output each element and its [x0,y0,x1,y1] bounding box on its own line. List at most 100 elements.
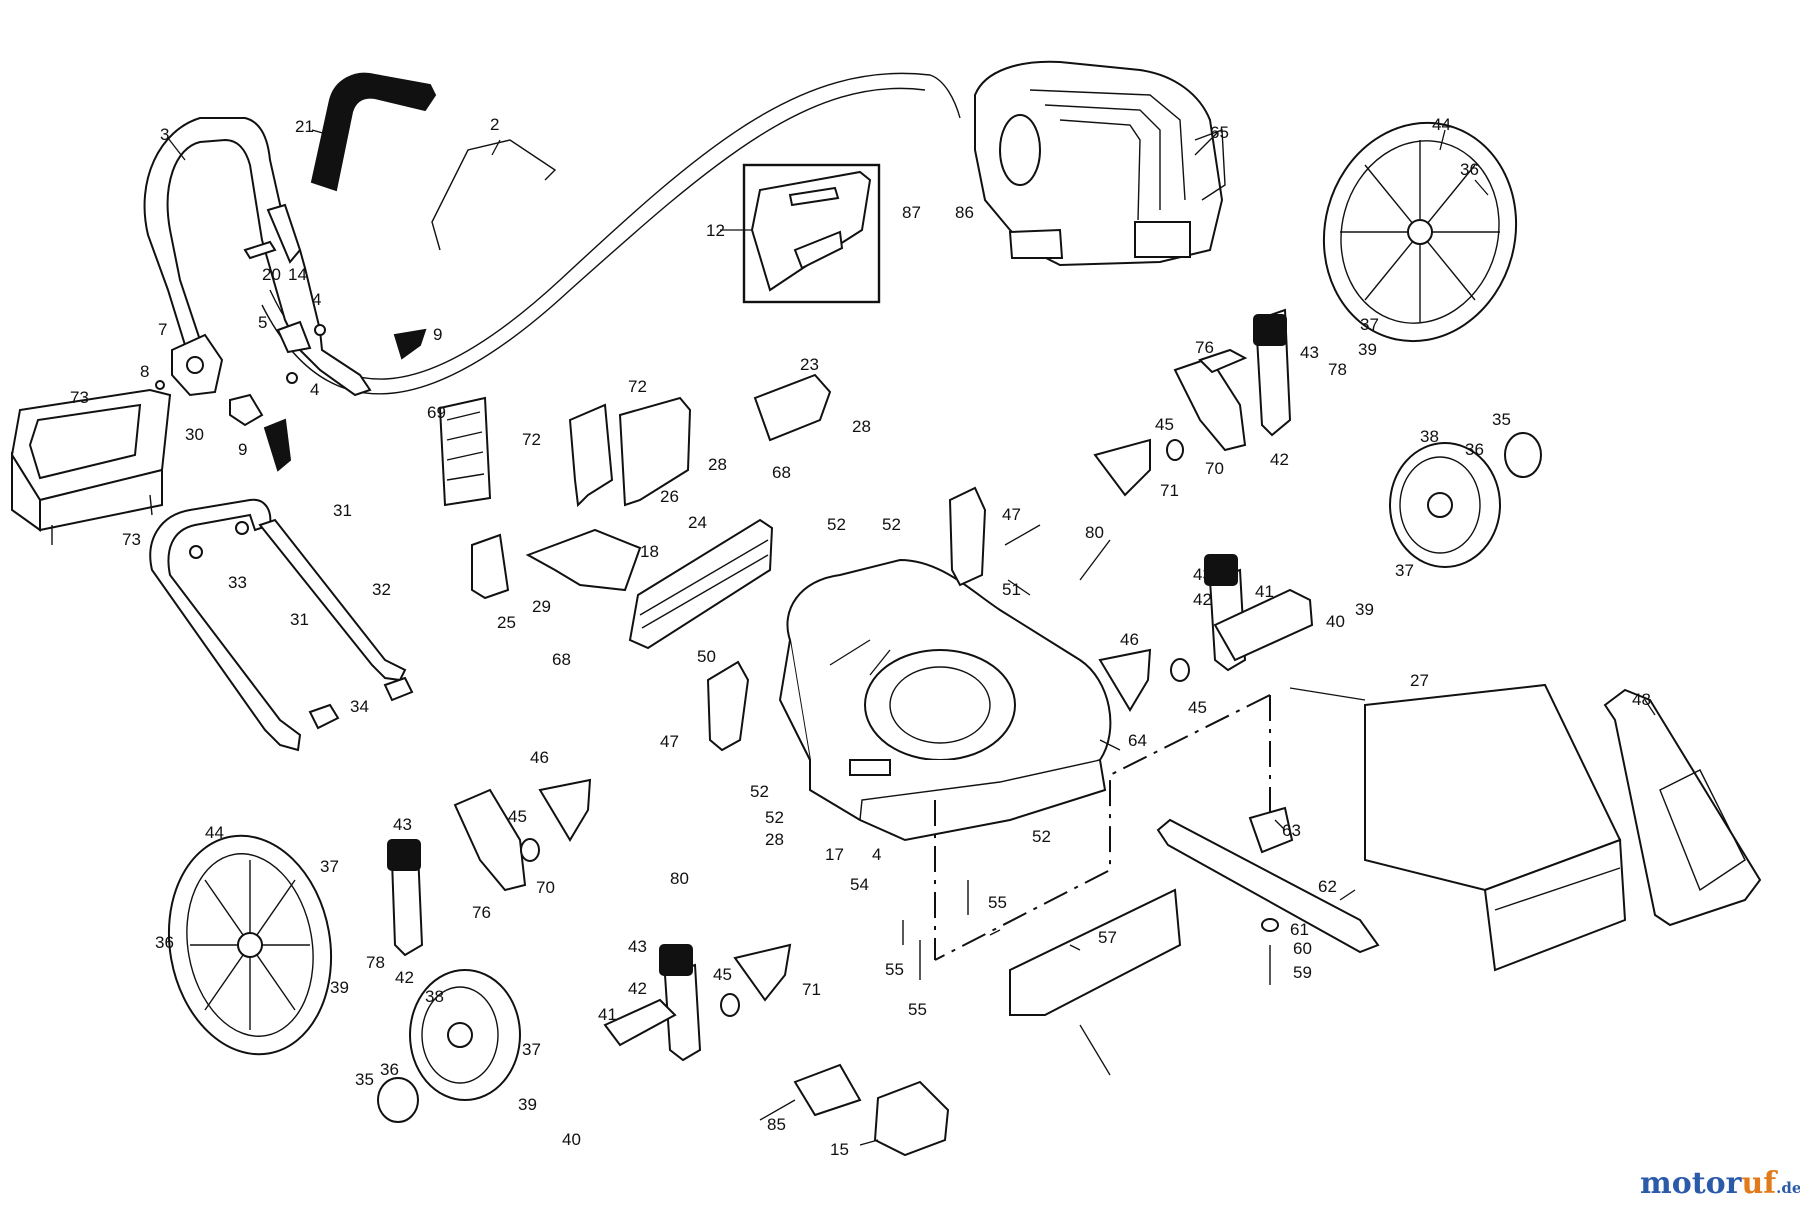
watermark-part-b: uf [1741,1166,1778,1201]
callouts: 2 3 21 20 14 4 5 4 9 7 8 30 9 73 73 31 3… [70,115,1651,1159]
callout-label: 47 [660,732,679,751]
mower-deck-icon [778,558,1112,842]
callout-label: 46 [1120,630,1139,649]
callout-label: 38 [1420,427,1439,446]
callout-label: 60 [1293,939,1312,958]
callout-label: 85 [767,1115,786,1134]
callout-label: 52 [882,515,901,534]
callout-label: 50 [697,647,716,666]
callout-label: 39 [518,1095,537,1114]
callout-label: 37 [1395,561,1414,580]
blade-icon [1156,818,1380,954]
callout-label: 57 [1098,928,1117,947]
callout-label: 23 [800,355,819,374]
callout-label: 45 [1188,698,1207,717]
callout-label: 42 [395,968,414,987]
callout-label: 32 [372,580,391,599]
lower-handle-icon [149,498,407,752]
callout-label: 40 [562,1130,581,1149]
callout-label: 48 [1632,690,1651,709]
callout-label: 15 [830,1140,849,1159]
rear-flap-icon [10,388,172,545]
callout-label: 72 [522,430,541,449]
callout-label: 8 [140,362,149,381]
callout-label: 45 [713,965,732,984]
callout-label: 43 [1193,565,1212,584]
callout-label: 46 [530,748,549,767]
callout-label: 4 [310,380,319,399]
svg-text:motoruf.de: motoruf.de [1640,1166,1800,1201]
rear-bracket-icon [618,396,692,507]
callout-label: 9 [433,325,442,344]
callout-label: 31 [290,610,309,629]
callout-label: 73 [70,388,89,407]
callout-label: 39 [1355,600,1374,619]
callout-label: 51 [1002,580,1021,599]
callout-label: 45 [1155,415,1174,434]
callout-label: 29 [532,597,551,616]
callout-label: 65 [1210,123,1229,142]
callout-label: 54 [850,875,869,894]
wheel-icon [1322,121,1518,343]
callout-label: 40 [1326,612,1345,631]
callout-label: 45 [508,807,527,826]
callout-label: 7 [158,320,167,339]
callout-label: 17 [825,845,844,864]
callout-label: 52 [765,808,784,827]
callout-label: 28 [708,455,727,474]
leader-lines [167,129,1656,1146]
callout-label: 42 [1193,590,1212,609]
callout-label: 62 [1318,877,1337,896]
callout-label: 71 [802,980,821,999]
callout-label: 34 [350,697,369,716]
callout-label: 73 [122,530,141,549]
callout-label: 30 [185,425,204,444]
callout-label: 37 [320,857,339,876]
callout-label: 80 [670,869,689,888]
callout-label: 68 [772,463,791,482]
callout-label: 43 [393,815,412,834]
callout-label: 76 [1195,338,1214,357]
callout-label: 52 [1032,827,1051,846]
callout-label: 39 [330,978,349,997]
callout-label: 47 [1002,505,1021,524]
watermark-part-a: motor [1640,1166,1743,1201]
callout-label: 31 [333,501,352,520]
callout-label: 52 [750,782,769,801]
callout-label: 37 [522,1040,541,1059]
callout-label: 33 [228,573,247,592]
callout-label: 36 [155,933,174,952]
callout-label: 55 [908,1000,927,1019]
watermark-logo: motoruf.de [1640,1166,1800,1201]
callout-label: 63 [1282,821,1301,840]
callout-label: 80 [1085,523,1104,542]
callout-label: 86 [955,203,974,222]
callout-label: 41 [1255,582,1274,601]
callout-label: 78 [1328,360,1347,379]
callout-label: 4 [312,290,321,309]
engine-icon [974,60,1226,267]
wheel-icon [409,969,521,1101]
callout-label: 3 [160,125,169,144]
watermark-part-c: .de [1776,1179,1800,1197]
callout-label: 20 [262,265,281,284]
callout-label: 42 [1270,450,1289,469]
callout-label: 2 [490,115,499,134]
callout-label: 28 [765,830,784,849]
callout-label: 43 [1300,343,1319,362]
callout-label: 28 [852,417,871,436]
callout-label: 12 [706,221,725,240]
callout-label: 5 [258,313,267,332]
callout-label: 87 [902,203,921,222]
callout-label: 36 [380,1060,399,1079]
callout-label: 37 [1360,315,1379,334]
callout-label: 27 [1410,671,1429,690]
callout-label: 42 [628,979,647,998]
callout-label: 76 [472,903,491,922]
callout-label: 36 [1465,440,1484,459]
callout-label: 35 [1492,410,1511,429]
callout-label: 4 [872,845,881,864]
callout-label: 39 [1358,340,1377,359]
callout-label: 55 [988,893,1007,912]
